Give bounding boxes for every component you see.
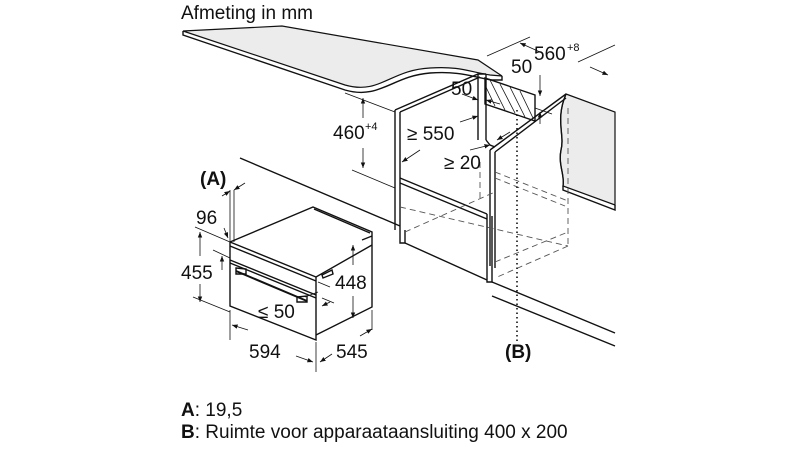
dim-460-tolerance: +4 (365, 121, 378, 133)
dim-96: 96 (196, 208, 217, 229)
diagram-title: Afmeting in mm (181, 3, 313, 24)
dim-560: 560 (534, 44, 566, 65)
countertop-right (559, 93, 616, 212)
legend-key-a: A (181, 400, 195, 421)
dim-min-20: ≥ 20 (444, 153, 481, 174)
dim-50-side: 50 (451, 79, 472, 100)
callout-b: (B) (505, 342, 531, 363)
legend-text-a: : 19,5 (194, 400, 243, 421)
dim-min-550: ≥ 550 (407, 124, 454, 145)
callout-a: (A) (200, 169, 226, 190)
wall-lines (239, 157, 616, 347)
dim-460: 460 (333, 123, 365, 144)
dimension-lines (192, 36, 616, 372)
dim-50-top: 50 (511, 57, 532, 78)
legend-item-b: B: Ruimte voor apparaataansluiting 400 x… (181, 422, 568, 444)
connection-area-hatch (484, 77, 536, 122)
dim-560-tolerance: +8 (567, 42, 580, 54)
dim-448: 448 (335, 273, 367, 294)
countertop-left (182, 25, 503, 94)
dim-594: 594 (249, 342, 281, 363)
legend-text-b: : Ruimte voor apparaataansluiting 400 x … (194, 422, 568, 443)
legend-item-a: A: 19,5 (181, 400, 242, 422)
dim-455: 455 (181, 263, 213, 284)
dim-max-50: ≤ 50 (258, 302, 295, 323)
legend-key-b: B (181, 422, 195, 443)
dim-545: 545 (336, 342, 368, 363)
niche-cabinet (394, 73, 567, 283)
hidden-lines (399, 108, 569, 279)
